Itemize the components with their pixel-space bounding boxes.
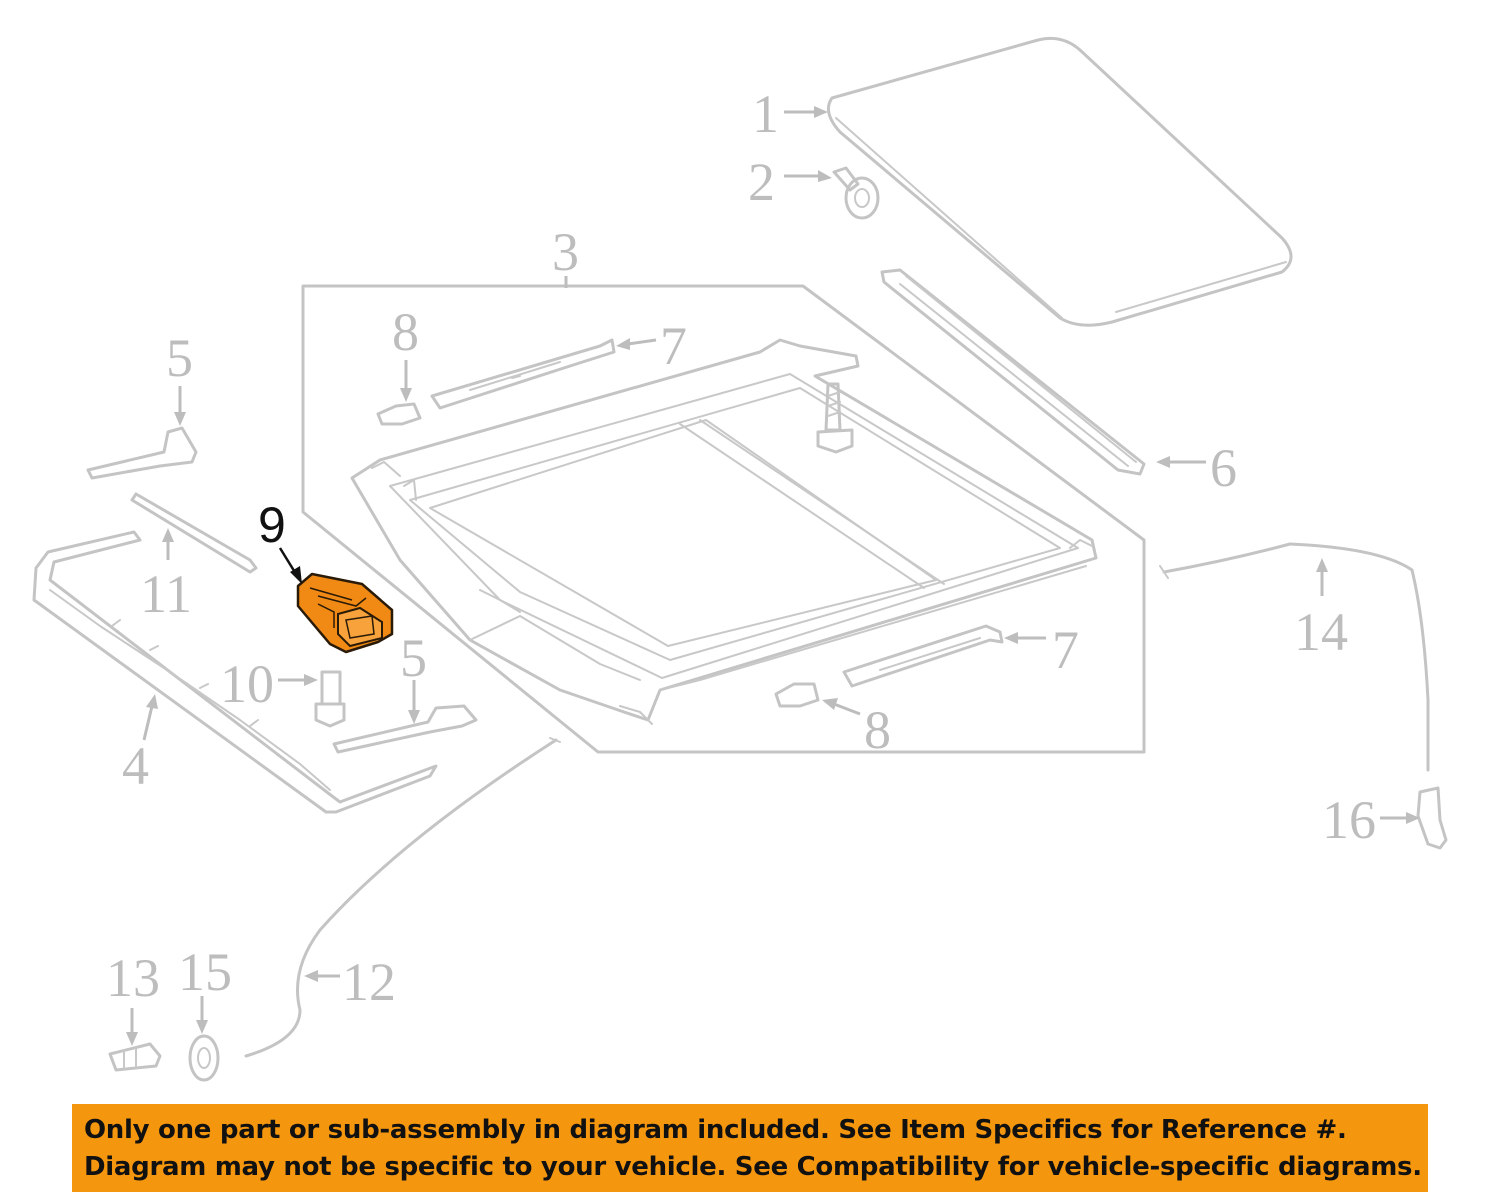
callout-6: 6 (1210, 438, 1237, 498)
callout-15: 15 (178, 942, 232, 1002)
callout-11: 11 (140, 564, 192, 624)
mount-bolt-part (314, 670, 346, 728)
callout-7-upper: 7 (660, 316, 687, 376)
notice-banner: Only one part or sub-assembly in diagram… (72, 1104, 1428, 1192)
frame-assembly-box (301, 284, 1146, 754)
bolt-part (832, 166, 880, 220)
callout-5-lower: 5 (400, 628, 427, 688)
hose-connector-part (1416, 786, 1448, 850)
callout-9: 9 (258, 497, 286, 553)
notice-line-2: Diagram may not be specific to your vehi… (84, 1152, 1422, 1182)
hose-plug-part (108, 1042, 162, 1072)
guide-clip-part-upper (86, 426, 198, 480)
sunroof-frame-part (350, 338, 1098, 725)
callout-5-upper: 5 (166, 328, 193, 388)
callout-8-upper: 8 (392, 302, 419, 362)
callout-1: 1 (752, 84, 779, 144)
leader-lines (126, 106, 1420, 1046)
callout-3: 3 (552, 222, 579, 282)
callout-2: 2 (748, 152, 775, 212)
callout-8-lower: 8 (864, 700, 891, 760)
frame-bolt-part (816, 382, 854, 454)
callout-16: 16 (1322, 790, 1376, 850)
drain-hose-part-right (1159, 542, 1430, 772)
callout-7-lower: 7 (1052, 620, 1079, 680)
notice-line-1: Only one part or sub-assembly in diagram… (84, 1115, 1347, 1145)
clip-part-lower (774, 682, 820, 708)
callout-10: 10 (220, 654, 274, 714)
clip-part-upper (376, 402, 422, 426)
seal-strip-part (130, 492, 258, 574)
glass-panel-part (826, 36, 1293, 327)
lift-arm-part-lower (842, 624, 1004, 688)
callout-12: 12 (342, 952, 396, 1012)
callout-14: 14 (1294, 602, 1348, 662)
callout-labels: 1 2 3 4 5 5 6 7 7 8 8 9 10 11 12 13 14 1… (106, 84, 1376, 1012)
highlighted-part-9 (296, 572, 394, 654)
callout-4: 4 (122, 736, 149, 796)
drain-hose-part-left (244, 737, 561, 1058)
lift-arm-part-upper (430, 338, 616, 410)
grommet-part (188, 1034, 220, 1082)
front-frame-part (32, 530, 438, 814)
guide-clip-part-lower (332, 704, 478, 754)
deflector-rail-part (880, 268, 1146, 476)
callout-13: 13 (106, 948, 160, 1008)
